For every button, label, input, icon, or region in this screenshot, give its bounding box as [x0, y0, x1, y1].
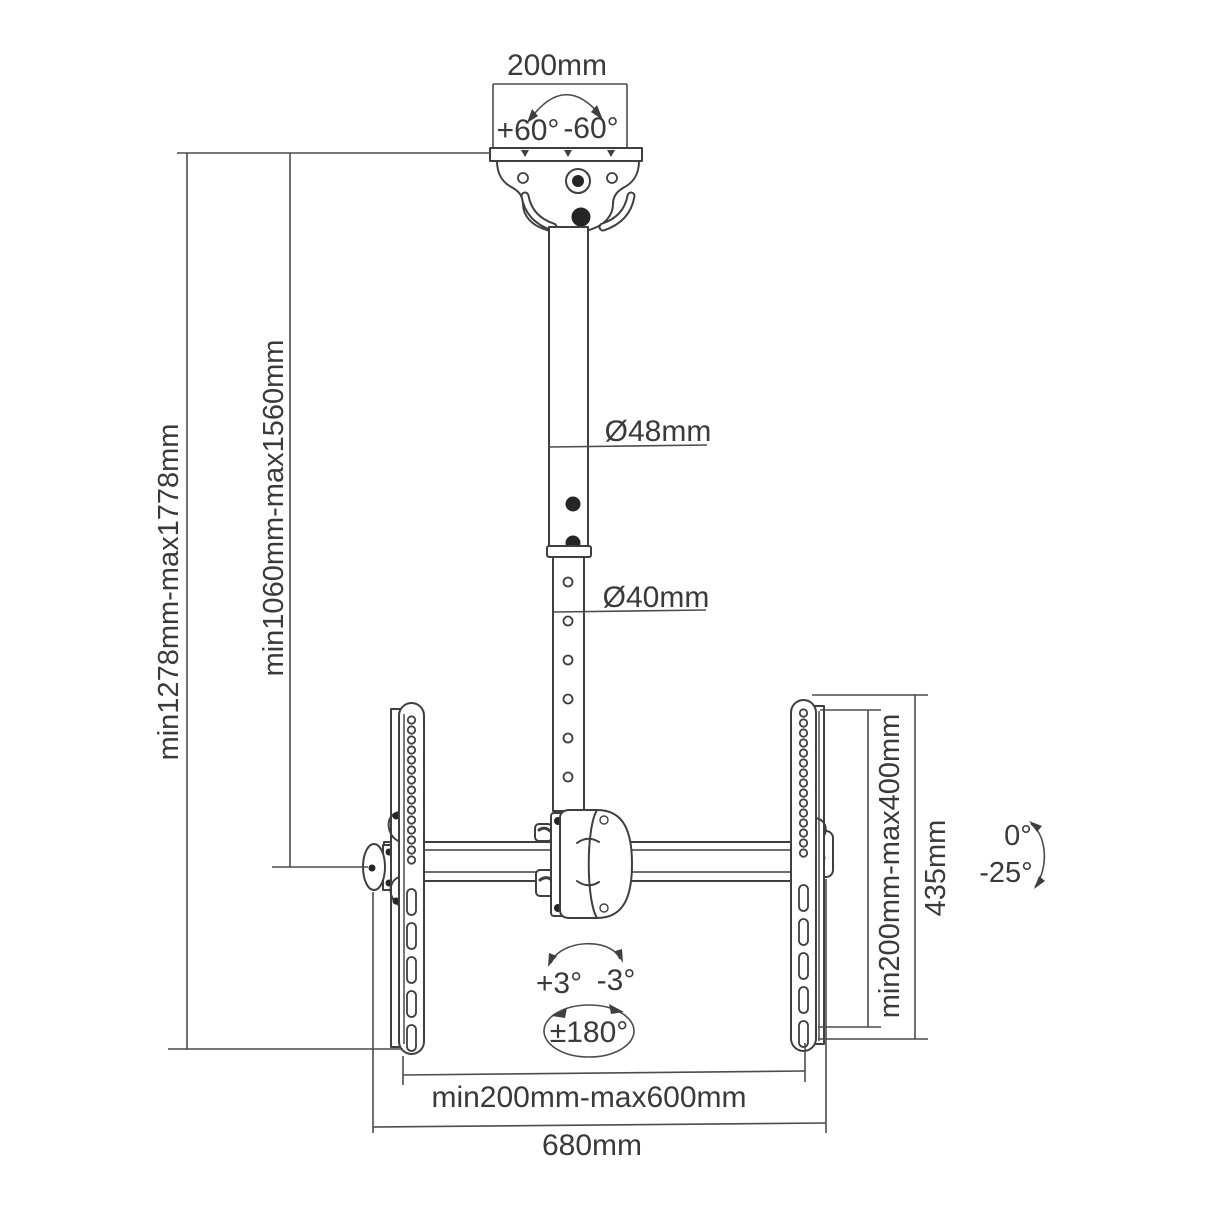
- lower-pole-diameter-label: Ø40mm: [603, 581, 710, 614]
- pole-height-dimension: min1060mm-max1560mm: [258, 153, 368, 868]
- tilt-angle-annotation: 0° -25°: [979, 820, 1046, 889]
- lower-pole-diameter-annotation: Ø40mm: [553, 581, 710, 614]
- level-arrow-left: [548, 953, 557, 967]
- plate-notch: [607, 150, 615, 157]
- bracket-height-label: 435mm: [920, 820, 952, 917]
- level-angle-annotation: +3° -3°: [536, 942, 636, 1000]
- tilt-arrow-up: [1029, 821, 1042, 832]
- swivel-left-label: +60°: [497, 114, 560, 147]
- crossbar-width-dimension: 680mm: [372, 879, 827, 1162]
- adjustment-hole: [562, 732, 574, 744]
- left-bracket-upper-hook: [387, 811, 402, 843]
- ceiling-plate-width-label: 200mm: [507, 49, 607, 82]
- bracket-height-dimension: 435mm: [812, 694, 952, 1040]
- lower-pole: [552, 556, 585, 812]
- upper-pole: [548, 226, 589, 554]
- adjustment-hole: [562, 654, 574, 666]
- upper-pole-diameter-label: Ø48mm: [605, 415, 712, 448]
- upper-pole-diameter-annotation: Ø48mm: [548, 415, 712, 448]
- rotation-arrow-left: [552, 1008, 567, 1018]
- right-bracket-slots: [798, 884, 809, 1048]
- level-left-label: +3°: [536, 967, 582, 1000]
- lock-screw: [565, 496, 581, 512]
- tilt-arrow-down: [1034, 876, 1045, 889]
- swivel-right-label: -60°: [563, 112, 618, 145]
- right-vesa-bracket: [790, 699, 827, 1052]
- bracket-hole: [606, 172, 618, 184]
- left-bracket-slots: [406, 888, 417, 1052]
- bracket-hole: [517, 172, 529, 184]
- plate-notch: [564, 150, 572, 157]
- vesa-width-label: min200mm-max600mm: [431, 1081, 746, 1114]
- left-vesa-bracket: [387, 702, 425, 1055]
- plate-notch: [521, 150, 529, 157]
- swivel-arrow-left: [527, 109, 538, 123]
- crossbar-width-label: 680mm: [542, 1129, 642, 1162]
- overall-height-label: min1278mm-max1778mm: [153, 424, 185, 761]
- rotation-arrow-right: [609, 1004, 624, 1014]
- adjustment-hole: [562, 693, 574, 705]
- overall-height-dimension: min1278mm-max1778mm: [153, 152, 490, 1050]
- pole-height-label: min1060mm-max1560mm: [258, 340, 290, 677]
- ceiling-plate-width-dimension: 200mm: [492, 49, 628, 150]
- center-clamp-head: [534, 809, 633, 919]
- vesa-width-dimension: min200mm-max600mm: [402, 1043, 806, 1114]
- tilt-bracket: [496, 160, 640, 235]
- adjustment-hole: [562, 771, 574, 783]
- level-right-label: -3°: [597, 964, 636, 997]
- head-latch-upper: [534, 823, 553, 842]
- swivel-angle-annotation: +60° -60°: [497, 93, 619, 147]
- adjustment-hole: [562, 576, 574, 588]
- level-arrow-right: [615, 949, 623, 963]
- right-bracket-hook: [815, 817, 827, 837]
- left-bracket-holes: [406, 715, 417, 865]
- swivel-arrow-right: [591, 105, 603, 120]
- ceiling-plate: [489, 147, 643, 162]
- tilt-down-label: -25°: [979, 857, 1033, 889]
- vesa-height-dimension: min200mm-max400mm: [818, 709, 906, 1028]
- rotation-label: ±180°: [550, 1016, 629, 1049]
- clamp-bolt: [571, 207, 591, 227]
- pole-joint-collar: [546, 545, 592, 558]
- adjustment-hole: [562, 615, 574, 627]
- tilt-up-label: 0°: [1004, 820, 1032, 852]
- vesa-height-label: min200mm-max400mm: [874, 714, 906, 1019]
- rotation-angle-annotation: ±180°: [543, 1004, 635, 1058]
- right-bracket-holes: [798, 708, 809, 858]
